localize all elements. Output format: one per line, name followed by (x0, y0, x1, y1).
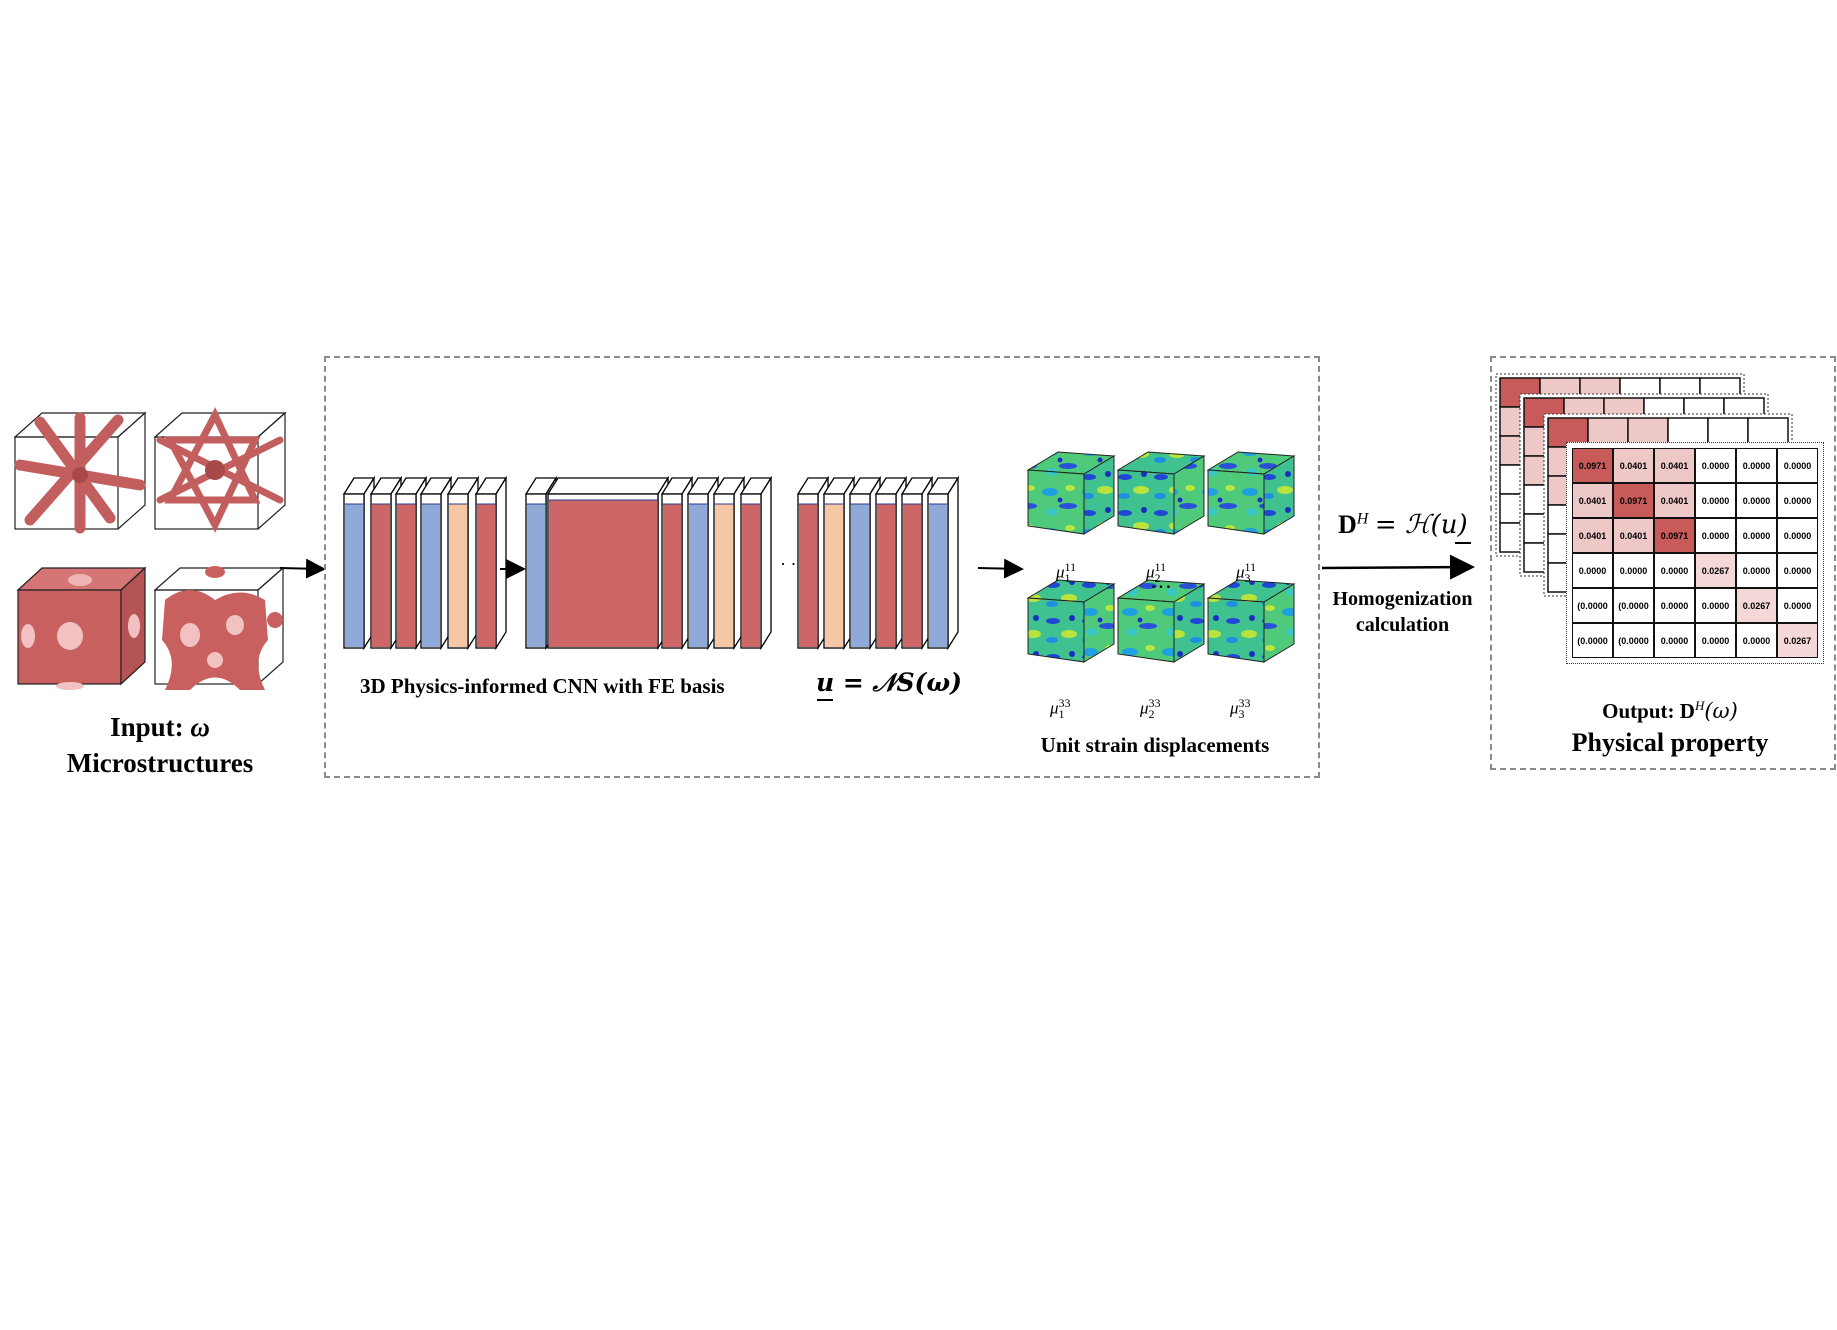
matrix-cell: 0.0000 (1654, 623, 1695, 658)
matrix-cell: 0.0971 (1654, 518, 1695, 553)
matrix-cell: 0.0401 (1613, 448, 1654, 483)
matrix-cell: 0.0000 (1572, 553, 1613, 588)
matrix-cell: 0.0000 (1736, 483, 1777, 518)
homogenization-label-1: Homogenization (1332, 588, 1473, 610)
mu-subscript: 1 (1058, 707, 1065, 722)
output-label: Output: DH(ω) (1560, 698, 1780, 724)
mu-superscript: 33 (1058, 696, 1071, 710)
mu-subscript: 3 (1244, 571, 1251, 586)
displacements-label: Unit strain displacements (1040, 733, 1270, 757)
output-label-arg: (ω) (1704, 699, 1738, 723)
microstructure-cube-1 (13, 411, 147, 534)
microstructure-cube-4 (153, 566, 285, 690)
matrix-cell: (0.0000 (1572, 623, 1613, 658)
homogenization-label-2: calculation (1355, 614, 1450, 636)
u-underline-2 (1455, 542, 1471, 544)
matrix-cell: 0.0000 (1695, 483, 1736, 518)
mu-label-4: μ133 (1050, 696, 1071, 722)
mu-symbol: μ (1236, 562, 1245, 582)
output-label-sup: H (1694, 698, 1705, 713)
mu-subscript: 2 (1148, 707, 1155, 722)
output-dashed-box (1490, 356, 1836, 770)
matrix-cell: 0.0000 (1736, 518, 1777, 553)
mu-symbol: μ (1146, 562, 1155, 582)
matrix-cell: 0.0000 (1777, 518, 1818, 553)
mu-subscript: 3 (1238, 707, 1245, 722)
matrix-cell: 0.0000 (1695, 448, 1736, 483)
matrix-cell: 0.0971 (1613, 483, 1654, 518)
matrix-cell: 0.0000 (1736, 623, 1777, 658)
mu-label-3: μ311 (1236, 560, 1256, 586)
mu-label-6: μ333 (1230, 696, 1251, 722)
microstructures-label: Microstructures (66, 748, 254, 778)
u-underline (817, 699, 833, 701)
matrix-cell: 0.0000 (1654, 553, 1695, 588)
mu-subscript: 1 (1064, 571, 1071, 586)
eq-rhs: = ℋ(u) (1374, 510, 1468, 540)
matrix-cell: 0.0401 (1654, 448, 1695, 483)
physical-property-label: Physical property (1571, 728, 1769, 757)
mu-symbol: μ (1056, 562, 1065, 582)
mu-superscript: 33 (1238, 696, 1251, 710)
mu-label-5: μ233 (1140, 696, 1161, 722)
matrix-cell: 0.0000 (1777, 448, 1818, 483)
matrix-cell: (0.0000 (1572, 588, 1613, 623)
matrix-cell: 0.0267 (1736, 588, 1777, 623)
matrix-cell: 0.0000 (1695, 623, 1736, 658)
mu-ellipsis: … (1150, 568, 1172, 593)
mu-symbol: μ (1230, 698, 1239, 718)
matrix-cell: 0.0000 (1777, 483, 1818, 518)
matrix-cell: 0.0000 (1777, 553, 1818, 588)
matrix-cell: 0.0401 (1654, 483, 1695, 518)
matrix-cell: 0.0401 (1613, 518, 1654, 553)
eq-D-sup: H (1356, 510, 1369, 528)
input-label: Input: ω (40, 712, 280, 743)
matrix-cell: (0.0000 (1613, 623, 1654, 658)
matrix-cell: 0.0401 (1572, 518, 1613, 553)
input-label-prefix: Input: (110, 712, 191, 742)
matrix-cell: 0.0000 (1695, 518, 1736, 553)
output-label-text: Output: D (1602, 699, 1695, 723)
matrix-cell: 0.0000 (1654, 588, 1695, 623)
matrix-cell: 0.0000 (1736, 553, 1777, 588)
mu-subscript: 2 (1154, 571, 1161, 586)
matrix-cell: (0.0000 (1613, 588, 1654, 623)
mu-superscript: 33 (1148, 696, 1161, 710)
matrix-cell: 0.0000 (1736, 448, 1777, 483)
matrix-cell: 0.0000 (1777, 588, 1818, 623)
cnn-label-text: 3D Physics-informed CNN with FE basis (360, 674, 725, 698)
cnn-label: 3D Physics-informed CNN with FE basis (360, 674, 725, 699)
input-omega: ω (190, 712, 210, 742)
cnn-equation-text: u = 𝒩S(ω) (816, 668, 962, 697)
microstructure-cube-2 (153, 407, 287, 533)
cnn-dashed-box (324, 356, 1320, 778)
cnn-equation: u = 𝒩S(ω) (816, 668, 962, 698)
microstructure-cube-3 (16, 566, 147, 690)
mu-label-1: μ111 (1056, 560, 1076, 586)
matrix-cell: 0.0267 (1777, 623, 1818, 658)
mu-label-2: μ211 (1146, 560, 1166, 586)
matrix-cell: 0.0000 (1695, 588, 1736, 623)
matrix-cell: 0.0267 (1695, 553, 1736, 588)
eq-D: D (1338, 510, 1357, 539)
mu-superscript: 11 (1064, 560, 1077, 574)
mu-symbol: μ (1050, 698, 1059, 718)
matrix-cell: 0.0401 (1572, 483, 1613, 518)
homogenization-equation: DH = ℋ(u) (1338, 510, 1468, 540)
mu-superscript: 11 (1244, 560, 1257, 574)
mu-symbol: μ (1140, 698, 1149, 718)
matrix-cell: 0.0971 (1572, 448, 1613, 483)
microstructures-figure (13, 407, 287, 690)
mu-superscript: 11 (1154, 560, 1167, 574)
matrix-cell: 0.0000 (1613, 553, 1654, 588)
